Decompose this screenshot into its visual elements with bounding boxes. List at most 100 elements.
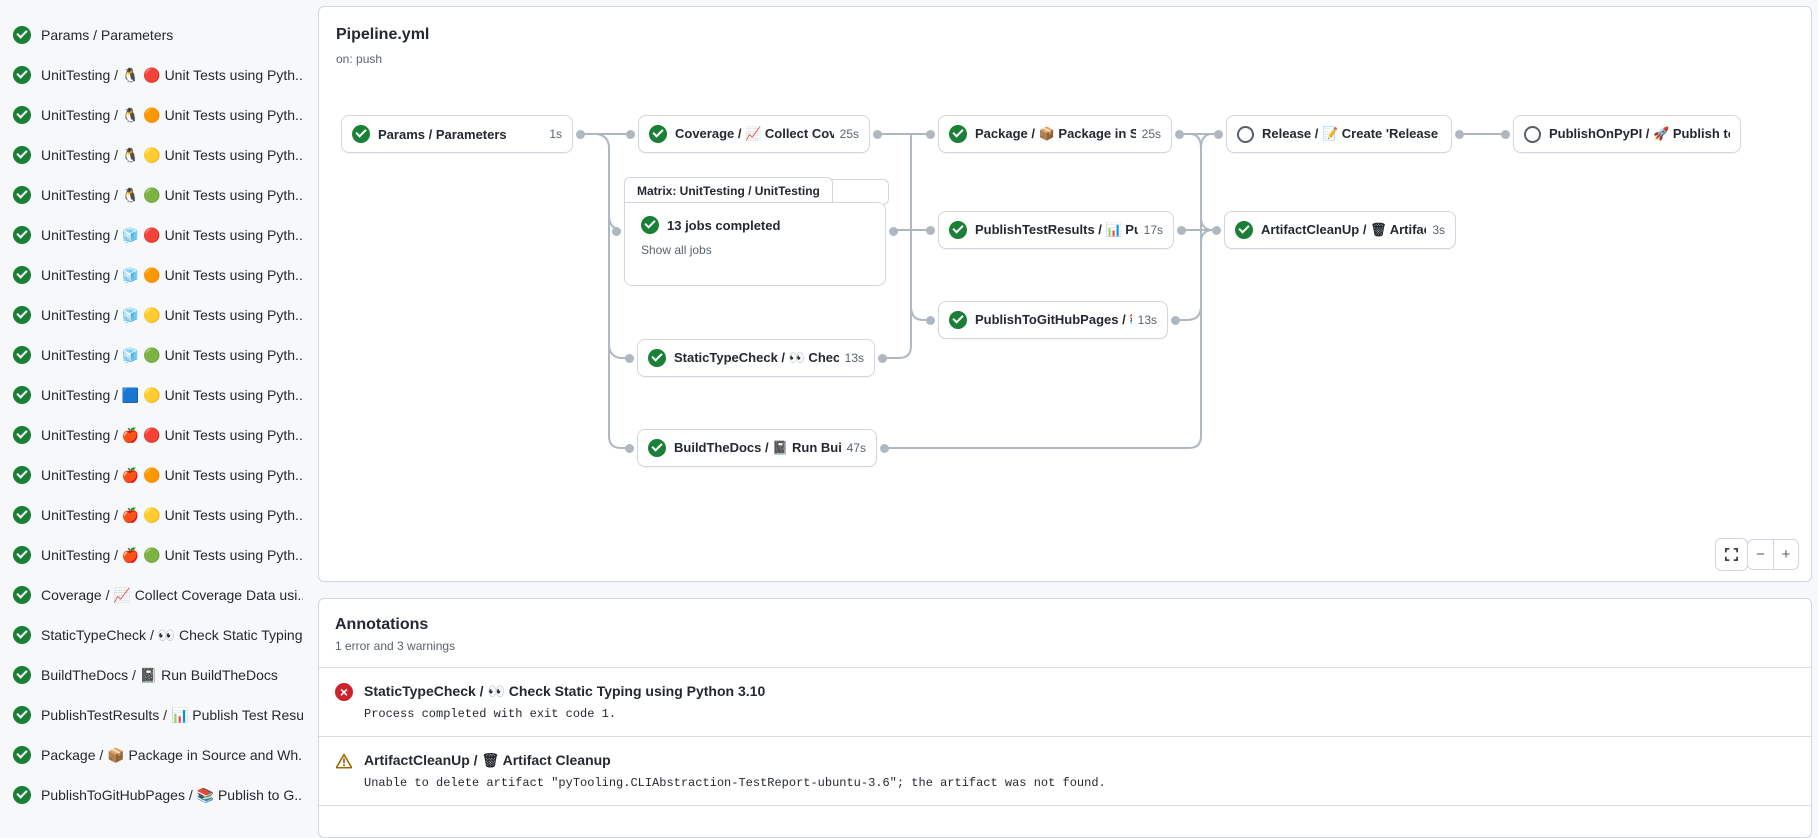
sidebar-job-unittesting-12[interactable]: UnitTesting / 🍎 🟡 Unit Tests using Pyth.… (13, 495, 308, 535)
annotation-error-item: StaticTypeCheck / 👀 Check Static Typing … (319, 668, 1811, 737)
node-label: StaticTypeCheck / 👀 Chec... (674, 350, 839, 365)
job-label: StaticTypeCheck / 👀 Check Static Typing.… (41, 626, 303, 643)
sidebar-job-unittesting-3[interactable]: UnitTesting / 🐧 🟡 Unit Tests using Pyth.… (13, 135, 308, 175)
connector-dot (889, 227, 898, 236)
sidebar-job-unittesting-13[interactable]: UnitTesting / 🍎 🟢 Unit Tests using Pyth.… (13, 535, 308, 575)
job-label: UnitTesting / 🍎 🟡 Unit Tests using Pyth.… (41, 506, 303, 523)
matrix-tab: Matrix: UnitTesting / UnitTesting (624, 177, 833, 203)
job-label: UnitTesting / 🐧 🟢 Unit Tests using Pyth.… (41, 186, 303, 203)
workflow-trigger: on: push (336, 52, 383, 66)
zoom-out-button[interactable]: − (1756, 546, 1765, 563)
check-circle-icon (641, 216, 659, 234)
job-label: UnitTesting / 🧊 🟢 Unit Tests using Pyth.… (41, 346, 303, 363)
sidebar-job-unittesting-11[interactable]: UnitTesting / 🍎 🟠 Unit Tests using Pyth.… (13, 455, 308, 495)
annotation-title[interactable]: StaticTypeCheck / 👀 Check Static Typing … (364, 683, 766, 699)
annotation-title[interactable]: ArtifactCleanUp / 🗑 Artifact Cleanup (364, 752, 611, 768)
zoom-in-button[interactable]: + (1773, 540, 1798, 569)
sidebar-job-publishtogithubpages[interactable]: PublishToGitHubPages / 📚 Publish to G... (13, 775, 308, 815)
job-label: UnitTesting / 🍎 🔴 Unit Tests using Pyth.… (41, 426, 303, 443)
sidebar-job-unittesting-9[interactable]: UnitTesting / 🟦 🟡 Unit Tests using Pyth.… (13, 375, 308, 415)
job-label: PublishTestResults / 📊 Publish Test Resu… (41, 706, 303, 723)
check-circle-icon (13, 186, 31, 204)
sidebar-job-unittesting-1[interactable]: UnitTesting / 🐧 🔴 Unit Tests using Pyth.… (13, 55, 308, 95)
node-label: Package / 📦 Package in So... (975, 126, 1136, 141)
job-label: UnitTesting / 🐧 🟠 Unit Tests using Pyth.… (41, 106, 303, 123)
job-label: Params / Parameters (41, 27, 174, 43)
check-circle-icon (13, 466, 31, 484)
show-all-jobs-link[interactable]: Show all jobs (641, 243, 712, 257)
check-circle-icon (13, 146, 31, 164)
check-circle-icon (13, 26, 31, 44)
graph-node-publish-on-pypi[interactable]: PublishOnPyPI / 🚀 Publish to ... (1501, 115, 1741, 153)
check-circle-icon (949, 311, 967, 329)
sidebar-job-coverage[interactable]: Coverage / 📈 Collect Coverage Data usi..… (13, 575, 308, 615)
check-circle-icon (949, 221, 967, 239)
job-label: UnitTesting / 🟦 🟡 Unit Tests using Pyth.… (41, 386, 303, 403)
connector-dot (625, 443, 634, 453)
connector-dot (612, 227, 621, 236)
sidebar-job-unittesting-10[interactable]: UnitTesting / 🍎 🔴 Unit Tests using Pyth.… (13, 415, 308, 455)
connector-dot (625, 353, 634, 363)
node-label: Coverage / 📈 Collect Cove... (675, 126, 834, 141)
sidebar-job-unittesting-6[interactable]: UnitTesting / 🧊 🟠 Unit Tests using Pyth.… (13, 255, 308, 295)
connector-dot (576, 129, 585, 139)
job-label: UnitTesting / 🐧 🟡 Unit Tests using Pyth.… (41, 146, 303, 163)
check-circle-icon (13, 786, 31, 804)
graph-node-publish-test-results[interactable]: PublishTestResults / 📊 Pu... 17s (926, 211, 1186, 249)
annotations-header: Annotations 1 error and 3 warnings (319, 599, 1811, 668)
sidebar-job-unittesting-7[interactable]: UnitTesting / 🧊 🟡 Unit Tests using Pyth.… (13, 295, 308, 335)
sidebar-job-package[interactable]: Package / 📦 Package in Source and Wh... (13, 735, 308, 775)
graph-node-build-the-docs[interactable]: BuildTheDocs / 📓 Run Buil... 47s (625, 429, 889, 467)
connector-dot (1501, 129, 1510, 139)
node-duration: 25s (839, 127, 859, 141)
sidebar-job-params[interactable]: Params / Parameters (13, 15, 308, 55)
annotation-message: Unable to delete artifact "pyTooling.CLI… (364, 776, 1106, 790)
graph-node-package[interactable]: Package / 📦 Package in So... 25s (926, 115, 1184, 153)
node-label: Release / 📝 Create 'Release P... (1262, 126, 1441, 141)
graph-node-publish-to-github-pages[interactable]: PublishToGitHubPages / 📚 ... 13s (926, 301, 1180, 339)
sidebar-job-statictypecheck[interactable]: StaticTypeCheck / 👀 Check Static Typing.… (13, 615, 308, 655)
check-circle-icon (13, 706, 31, 724)
node-label: PublishToGitHubPages / 📚 ... (975, 312, 1132, 327)
annotations-summary: 1 error and 3 warnings (335, 639, 456, 653)
graph-node-static-type-check[interactable]: StaticTypeCheck / 👀 Chec... 13s (625, 339, 887, 377)
connector-dot (1177, 225, 1186, 235)
fullscreen-icon (1725, 548, 1738, 561)
matrix-card[interactable]: 13 jobs completed Show all jobs (612, 202, 898, 286)
workflow-graph-panel: Pipeline.yml on: push Params / Parameter… (318, 6, 1812, 582)
node-duration: 17s (1143, 223, 1163, 237)
circle-outline-icon (1237, 125, 1254, 143)
node-label: PublishTestResults / 📊 Pu... (975, 222, 1138, 237)
node-duration: 13s (1137, 313, 1157, 327)
check-circle-icon (13, 626, 31, 644)
annotations-panel: Annotations 1 error and 3 warnings Stati… (318, 598, 1812, 838)
node-duration: 47s (846, 441, 866, 455)
sidebar-job-publishtestresults[interactable]: PublishTestResults / 📊 Publish Test Resu… (13, 695, 308, 735)
connector-dot (926, 315, 935, 325)
graph-node-release[interactable]: Release / 📝 Create 'Release P... (1214, 115, 1464, 153)
node-duration: 25s (1141, 127, 1161, 141)
check-circle-icon (352, 125, 370, 143)
check-circle-icon (13, 586, 31, 604)
graph-node-artifact-cleanup[interactable]: ArtifactCleanUp / 🗑 Artifac... 3s (1212, 211, 1456, 249)
node-label: PublishOnPyPI / 🚀 Publish to ... (1549, 126, 1730, 141)
job-label: Coverage / 📈 Collect Coverage Data usi..… (41, 586, 303, 603)
sidebar-job-unittesting-8[interactable]: UnitTesting / 🧊 🟢 Unit Tests using Pyth.… (13, 335, 308, 375)
check-circle-icon (649, 125, 667, 143)
check-circle-icon (13, 386, 31, 404)
sidebar-job-unittesting-2[interactable]: UnitTesting / 🐧 🟠 Unit Tests using Pyth.… (13, 95, 308, 135)
connector-dot (880, 443, 889, 453)
job-label: UnitTesting / 🍎 🟢 Unit Tests using Pyth.… (41, 546, 303, 563)
sidebar-job-unittesting-5[interactable]: UnitTesting / 🧊 🔴 Unit Tests using Pyth.… (13, 215, 308, 255)
sidebar-job-unittesting-4[interactable]: UnitTesting / 🐧 🟢 Unit Tests using Pyth.… (13, 175, 308, 215)
graph-node-params[interactable]: Params / Parameters 1s (341, 115, 585, 153)
workflow-file-title: Pipeline.yml (336, 26, 430, 43)
fullscreen-button[interactable] (1715, 538, 1748, 571)
graph-node-coverage[interactable]: Coverage / 📈 Collect Cove... 25s (626, 115, 882, 153)
zoom-controls: − + (1747, 539, 1799, 570)
matrix-label: Matrix: UnitTesting / UnitTesting (637, 183, 820, 198)
check-circle-icon (13, 226, 31, 244)
sidebar-job-buildthedocs[interactable]: BuildTheDocs / 📓 Run BuildTheDocs (13, 655, 308, 695)
check-circle-icon (1235, 221, 1253, 239)
connector-dot (926, 225, 935, 235)
